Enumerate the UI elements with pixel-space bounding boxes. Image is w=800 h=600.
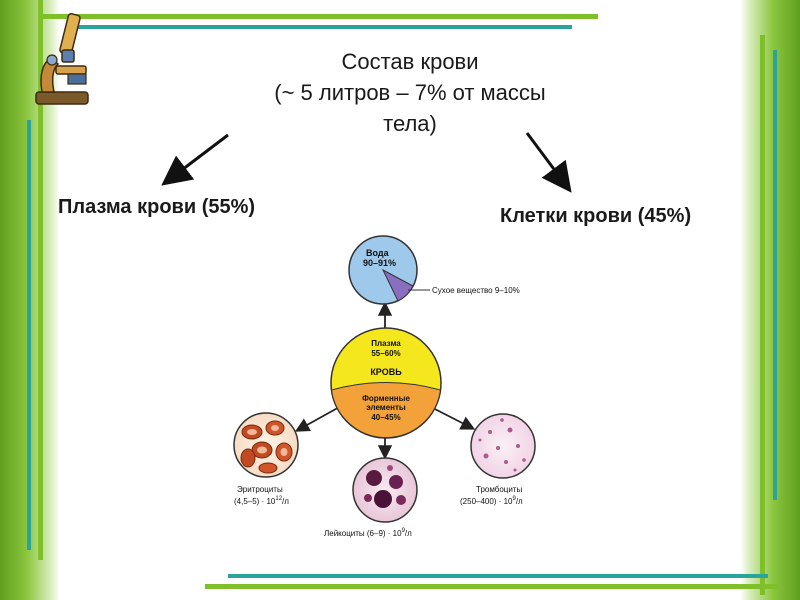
water-value: 90–91% [363, 258, 396, 268]
platelets-label: Тромбоциты [476, 485, 522, 494]
formed-elements-segment [330, 382, 442, 439]
blood-text: КРОВЬ [370, 367, 402, 377]
connector-blood-erythrocytes [294, 404, 344, 432]
slide-title: Состав крови (~ 5 литров – 7% от массы т… [215, 46, 605, 139]
plasma-label: Плазма крови (55%) [58, 196, 256, 218]
erythrocytes-circle [233, 412, 299, 478]
blood-circle: Плазма 55–60% КРОВЬ Форменные элементы 4… [330, 327, 442, 439]
water-label: Вода [366, 248, 390, 258]
microscope-icon [35, 13, 89, 105]
dry-matter-slice [381, 268, 414, 302]
left-teal-vline [27, 120, 31, 550]
top-green-line [38, 14, 598, 19]
formed-text-2: элементы [366, 403, 406, 412]
right-teal-vline [773, 50, 777, 500]
right-green-vline [760, 35, 765, 595]
leukocytes-label: Лейкоциты (6–9) · 109/л [324, 528, 412, 538]
formed-value: 40–45% [371, 413, 400, 422]
title-line-3: тела) [383, 111, 437, 136]
top-teal-line [72, 25, 572, 29]
title-line-1: Состав крови [341, 49, 479, 74]
left-green-vline [38, 0, 43, 560]
arrow-to-plasma [161, 133, 229, 186]
dry-matter-label: Сухое вещество 9–10% [432, 286, 520, 295]
water-pie: Вода 90–91% Сухое вещество 9–10% [348, 235, 520, 305]
leukocytes-circle [352, 457, 418, 523]
title-line-2: (~ 5 литров – 7% от массы [274, 80, 546, 105]
cells-label: Клетки крови (45%) [500, 205, 692, 227]
bottom-green-line [205, 584, 780, 589]
platelets-value: (250–400) · 109/л [460, 496, 523, 506]
bottom-teal-line [228, 574, 768, 578]
erythrocytes-value: (4,5–5) · 1012/л [234, 496, 289, 506]
plasma-value: 55–60% [371, 349, 400, 358]
erythrocytes-label: Эритроциты [237, 485, 283, 494]
formed-text-1: Форменные [362, 394, 410, 403]
plasma-text: Плазма [371, 339, 401, 348]
right-green-border [740, 0, 800, 600]
arrow-to-cells [525, 132, 572, 193]
platelets-circle [470, 413, 536, 479]
